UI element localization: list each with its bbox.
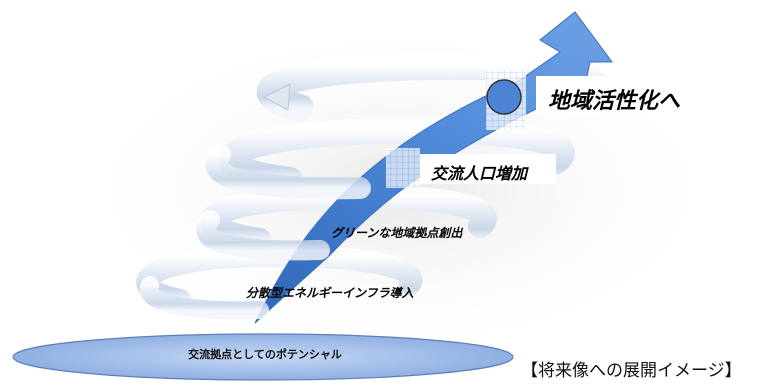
label-box-step4 [536, 76, 710, 114]
label-box-step3 [420, 154, 556, 184]
spiral-rings-front [140, 144, 371, 320]
ring-3 [219, 117, 575, 193]
base-ellipse [12, 333, 514, 381]
step-2-label: グリーンな地域拠点創出 [331, 226, 463, 240]
step-3-label: 交流人口増加 [431, 164, 528, 183]
arrow-pattern-2 [386, 148, 420, 188]
step-1-label: 分散型エネルギーインフラ導入 [246, 286, 414, 300]
base-label: 交流拠点としてのポテンシャル [188, 348, 342, 361]
ring-4-head [262, 83, 291, 111]
circle-marker [486, 79, 522, 115]
step-4-label: 地域活性化へ [548, 89, 681, 114]
figure-caption: 【将来像への展開イメージ】 [521, 361, 742, 381]
